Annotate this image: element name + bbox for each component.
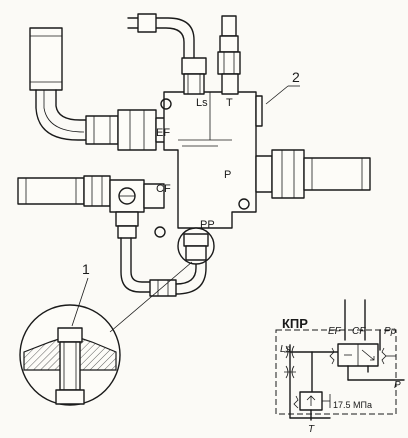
schematic-pressure: 17.5 МПа [333,400,372,410]
hose-ef [29,27,91,141]
label-p: P [224,169,231,181]
schematic-title: КПР [282,316,308,331]
callout-2: 2 [265,69,300,105]
label-t: T [226,97,233,109]
callout-1-label: 1 [82,261,90,277]
label-pp: PP [200,219,215,231]
detail-view [19,304,121,406]
fitting-cf [109,179,165,239]
fitting-ls [127,13,207,95]
schematic-p: P [394,380,401,391]
fitting-pp [177,227,215,265]
pipe-cf-return [120,237,207,297]
schematic-t: T [308,424,315,435]
valve-body [154,91,263,238]
schematic-ef: EF [328,326,342,337]
label-ef: EF [156,127,170,139]
callout-1: 1 [71,261,90,327]
callout-2-label: 2 [292,69,300,85]
fitting-t [217,15,241,95]
hydraulic-schematic: КПР EF CF Pp Ls P T 17.5 МПа [275,299,405,435]
schematic-ls: Ls [280,344,291,355]
schematic-cf: CF [352,326,366,337]
hose-p [255,149,371,199]
schematic-pp: Pp [384,326,397,337]
hose-cf [17,175,111,207]
fitting-ef [85,109,171,151]
label-ls: Ls [196,97,208,109]
detail-leader [109,261,193,333]
label-cf: CF [156,183,171,195]
